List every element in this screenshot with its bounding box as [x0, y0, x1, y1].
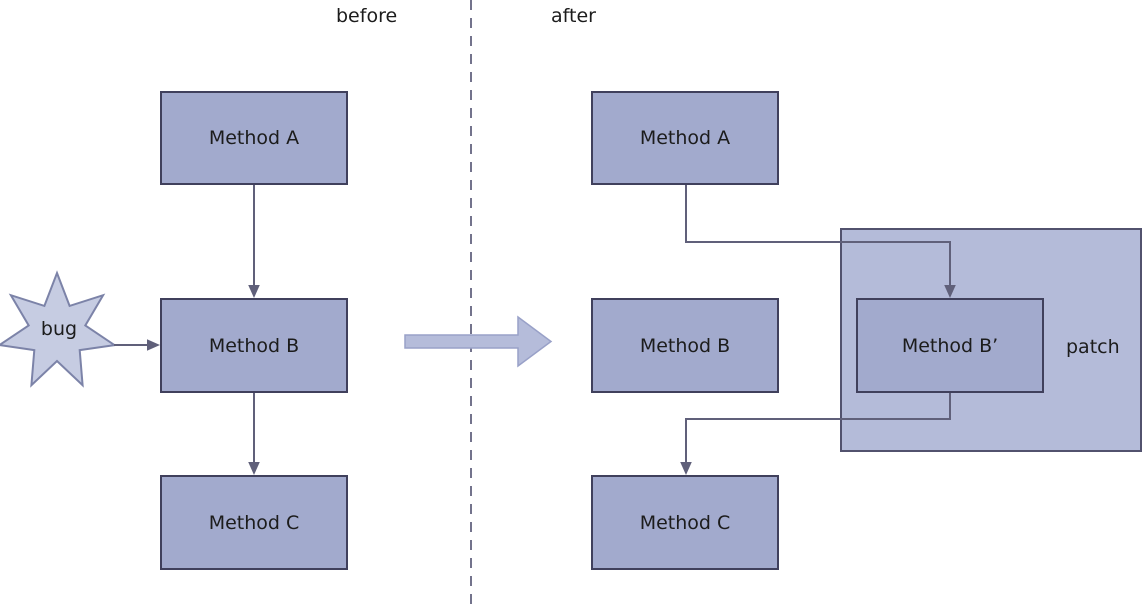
node-before-method-c-label: Method C	[208, 511, 300, 534]
node-before-method-c: Method C	[160, 475, 348, 570]
bug-label: bug	[40, 318, 78, 340]
node-after-method-b-label: Method B	[639, 334, 731, 357]
arrow-after-a-to-b-prime	[685, 185, 956, 298]
arrow-b-prime-to-c	[680, 393, 951, 475]
bug-star-icon	[0, 270, 118, 388]
after-column-label: after	[551, 5, 596, 27]
transform-arrow	[404, 315, 553, 368]
node-after-method-c-label: Method C	[639, 511, 731, 534]
node-after-method-a-label: Method A	[639, 127, 731, 149]
node-after-method-a: Method A	[591, 91, 779, 185]
node-before-method-a-label: Method A	[208, 127, 300, 149]
node-after-method-c: Method C	[591, 475, 779, 570]
arrow-before-b-to-c	[248, 393, 260, 475]
before-column-label: before	[336, 5, 398, 27]
node-after-method-b: Method B	[591, 298, 779, 393]
node-before-method-b-label: Method B	[208, 334, 300, 357]
node-before-method-b: Method B	[160, 298, 348, 393]
arrow-bug-to-b	[114, 339, 160, 351]
patch-label: patch	[1066, 336, 1120, 358]
arrow-before-a-to-b	[248, 185, 260, 298]
node-after-method-b-prime-label: Method B’	[901, 334, 999, 357]
node-after-method-b-prime: Method B’	[856, 298, 1044, 393]
node-before-method-a: Method A	[160, 91, 348, 185]
